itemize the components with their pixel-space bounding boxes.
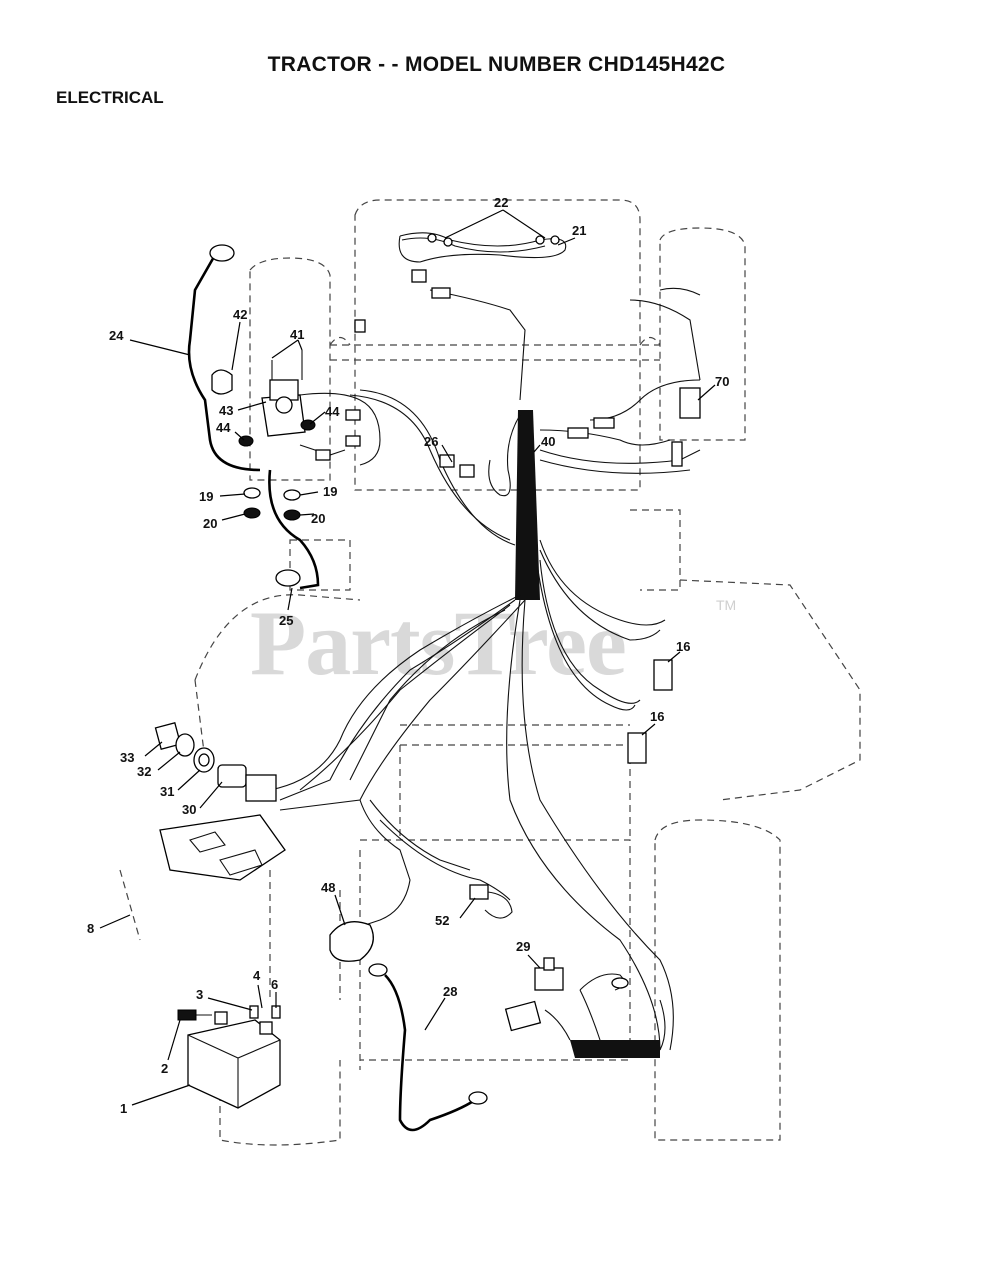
callout-4: 4: [253, 968, 261, 983]
callout-32: 32: [137, 764, 152, 779]
callout-28: 28: [443, 984, 458, 999]
callout-20-left: 20: [203, 516, 218, 531]
callout-41: 41: [290, 327, 305, 342]
callout-26: 26: [424, 434, 439, 449]
callout-20-right: 20: [311, 511, 326, 526]
callout-8: 8: [87, 921, 95, 936]
solenoid-assembly: [187, 244, 516, 590]
tractor-outline: [119, 199, 861, 1146]
callout-31: 31: [160, 784, 175, 799]
callout-44-left: 44: [216, 420, 231, 435]
callout-25: 25: [279, 613, 294, 628]
callout-6: 6: [271, 977, 279, 992]
dash-panel: [159, 814, 286, 881]
callout-16-lower: 16: [650, 709, 665, 724]
battery: [177, 1005, 281, 1109]
headlight-harness: [398, 232, 567, 401]
callout-33: 33: [120, 750, 135, 765]
callout-42: 42: [233, 307, 248, 322]
seat-switch: [329, 884, 513, 962]
callout-48: 48: [321, 880, 336, 895]
callout-1: 1: [120, 1101, 128, 1116]
callout-24: 24: [109, 328, 124, 343]
watermark: PartsTree: [250, 592, 627, 694]
dash-harness: [269, 594, 674, 1051]
callout-2: 2: [161, 1061, 169, 1076]
connectors: [345, 319, 701, 764]
pto-switch: [504, 957, 666, 1058]
callout-40: 40: [541, 434, 556, 449]
callout-19-right: 19: [323, 484, 338, 499]
callout-70: 70: [715, 374, 730, 389]
callout-3: 3: [196, 987, 204, 1002]
leader-lines: [99, 209, 716, 1106]
main-harness-loom: [488, 287, 701, 711]
callout-52: 52: [435, 913, 450, 928]
callout-21: 21: [572, 223, 587, 238]
callout-29: 29: [516, 939, 531, 954]
diagram-title: TRACTOR - - MODEL NUMBER CHD145H42C: [267, 53, 726, 76]
section-title: ELECTRICAL: [56, 88, 164, 107]
ground-cable: [368, 963, 488, 1132]
callout-19-left: 19: [199, 489, 214, 504]
callout-22: 22: [494, 195, 509, 210]
callout-44-right: 44: [325, 404, 340, 419]
callout-30: 30: [182, 802, 197, 817]
callout-43: 43: [219, 403, 234, 418]
callout-16-upper: 16: [676, 639, 691, 654]
watermark-tm: TM: [716, 597, 737, 613]
ignition-switch: [154, 721, 277, 802]
